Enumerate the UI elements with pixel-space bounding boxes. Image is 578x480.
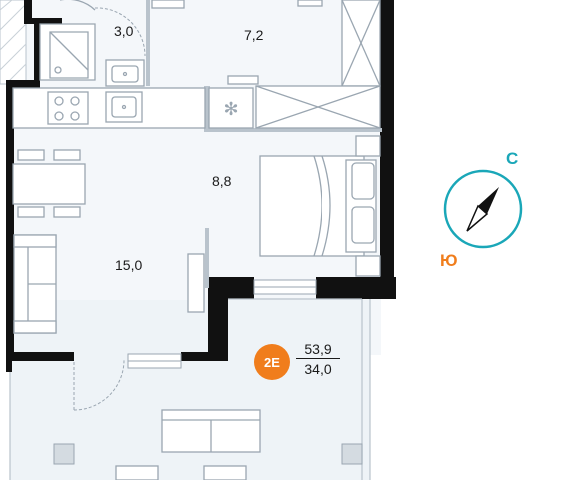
tv-unit bbox=[187, 253, 205, 313]
compass-north-label: С bbox=[506, 149, 519, 168]
bathroom-area-label: 3,0 bbox=[114, 23, 134, 39]
total-area-value: 53,9 bbox=[296, 341, 340, 359]
kitchen-area-label: 7,2 bbox=[244, 27, 264, 43]
apartment-areas: 53,9 34,0 bbox=[296, 341, 340, 377]
apartment-type-badge: 2E bbox=[254, 344, 290, 380]
compass-arrow-north bbox=[478, 187, 499, 214]
compass bbox=[443, 169, 523, 249]
living-area-label: 15,0 bbox=[115, 257, 143, 273]
compass-ring bbox=[443, 169, 523, 249]
bedroom-area-label: 8,8 bbox=[212, 173, 232, 189]
partitions bbox=[146, 0, 382, 288]
fridge: ✻ bbox=[208, 75, 259, 129]
bathroom-sink bbox=[105, 59, 145, 87]
dining-table bbox=[12, 149, 86, 218]
terrace-columns bbox=[53, 443, 363, 465]
walls bbox=[6, 0, 396, 372]
svg-text:✻: ✻ bbox=[223, 99, 238, 120]
wardrobe bbox=[255, 0, 381, 129]
living-area-value: 34,0 bbox=[304, 361, 332, 377]
sofa bbox=[13, 234, 57, 334]
terrace-sofa bbox=[115, 409, 261, 480]
compass-south-label: Ю bbox=[440, 251, 458, 270]
shower-cabin bbox=[39, 0, 96, 81]
washing-machine bbox=[151, 0, 323, 9]
neighbor-wall-block bbox=[0, 0, 27, 85]
balcony-door bbox=[73, 353, 182, 411]
compass-arrow-south bbox=[466, 204, 489, 232]
bed bbox=[259, 135, 381, 277]
bedroom-window bbox=[253, 279, 317, 295]
kitchen-counter bbox=[12, 87, 206, 129]
